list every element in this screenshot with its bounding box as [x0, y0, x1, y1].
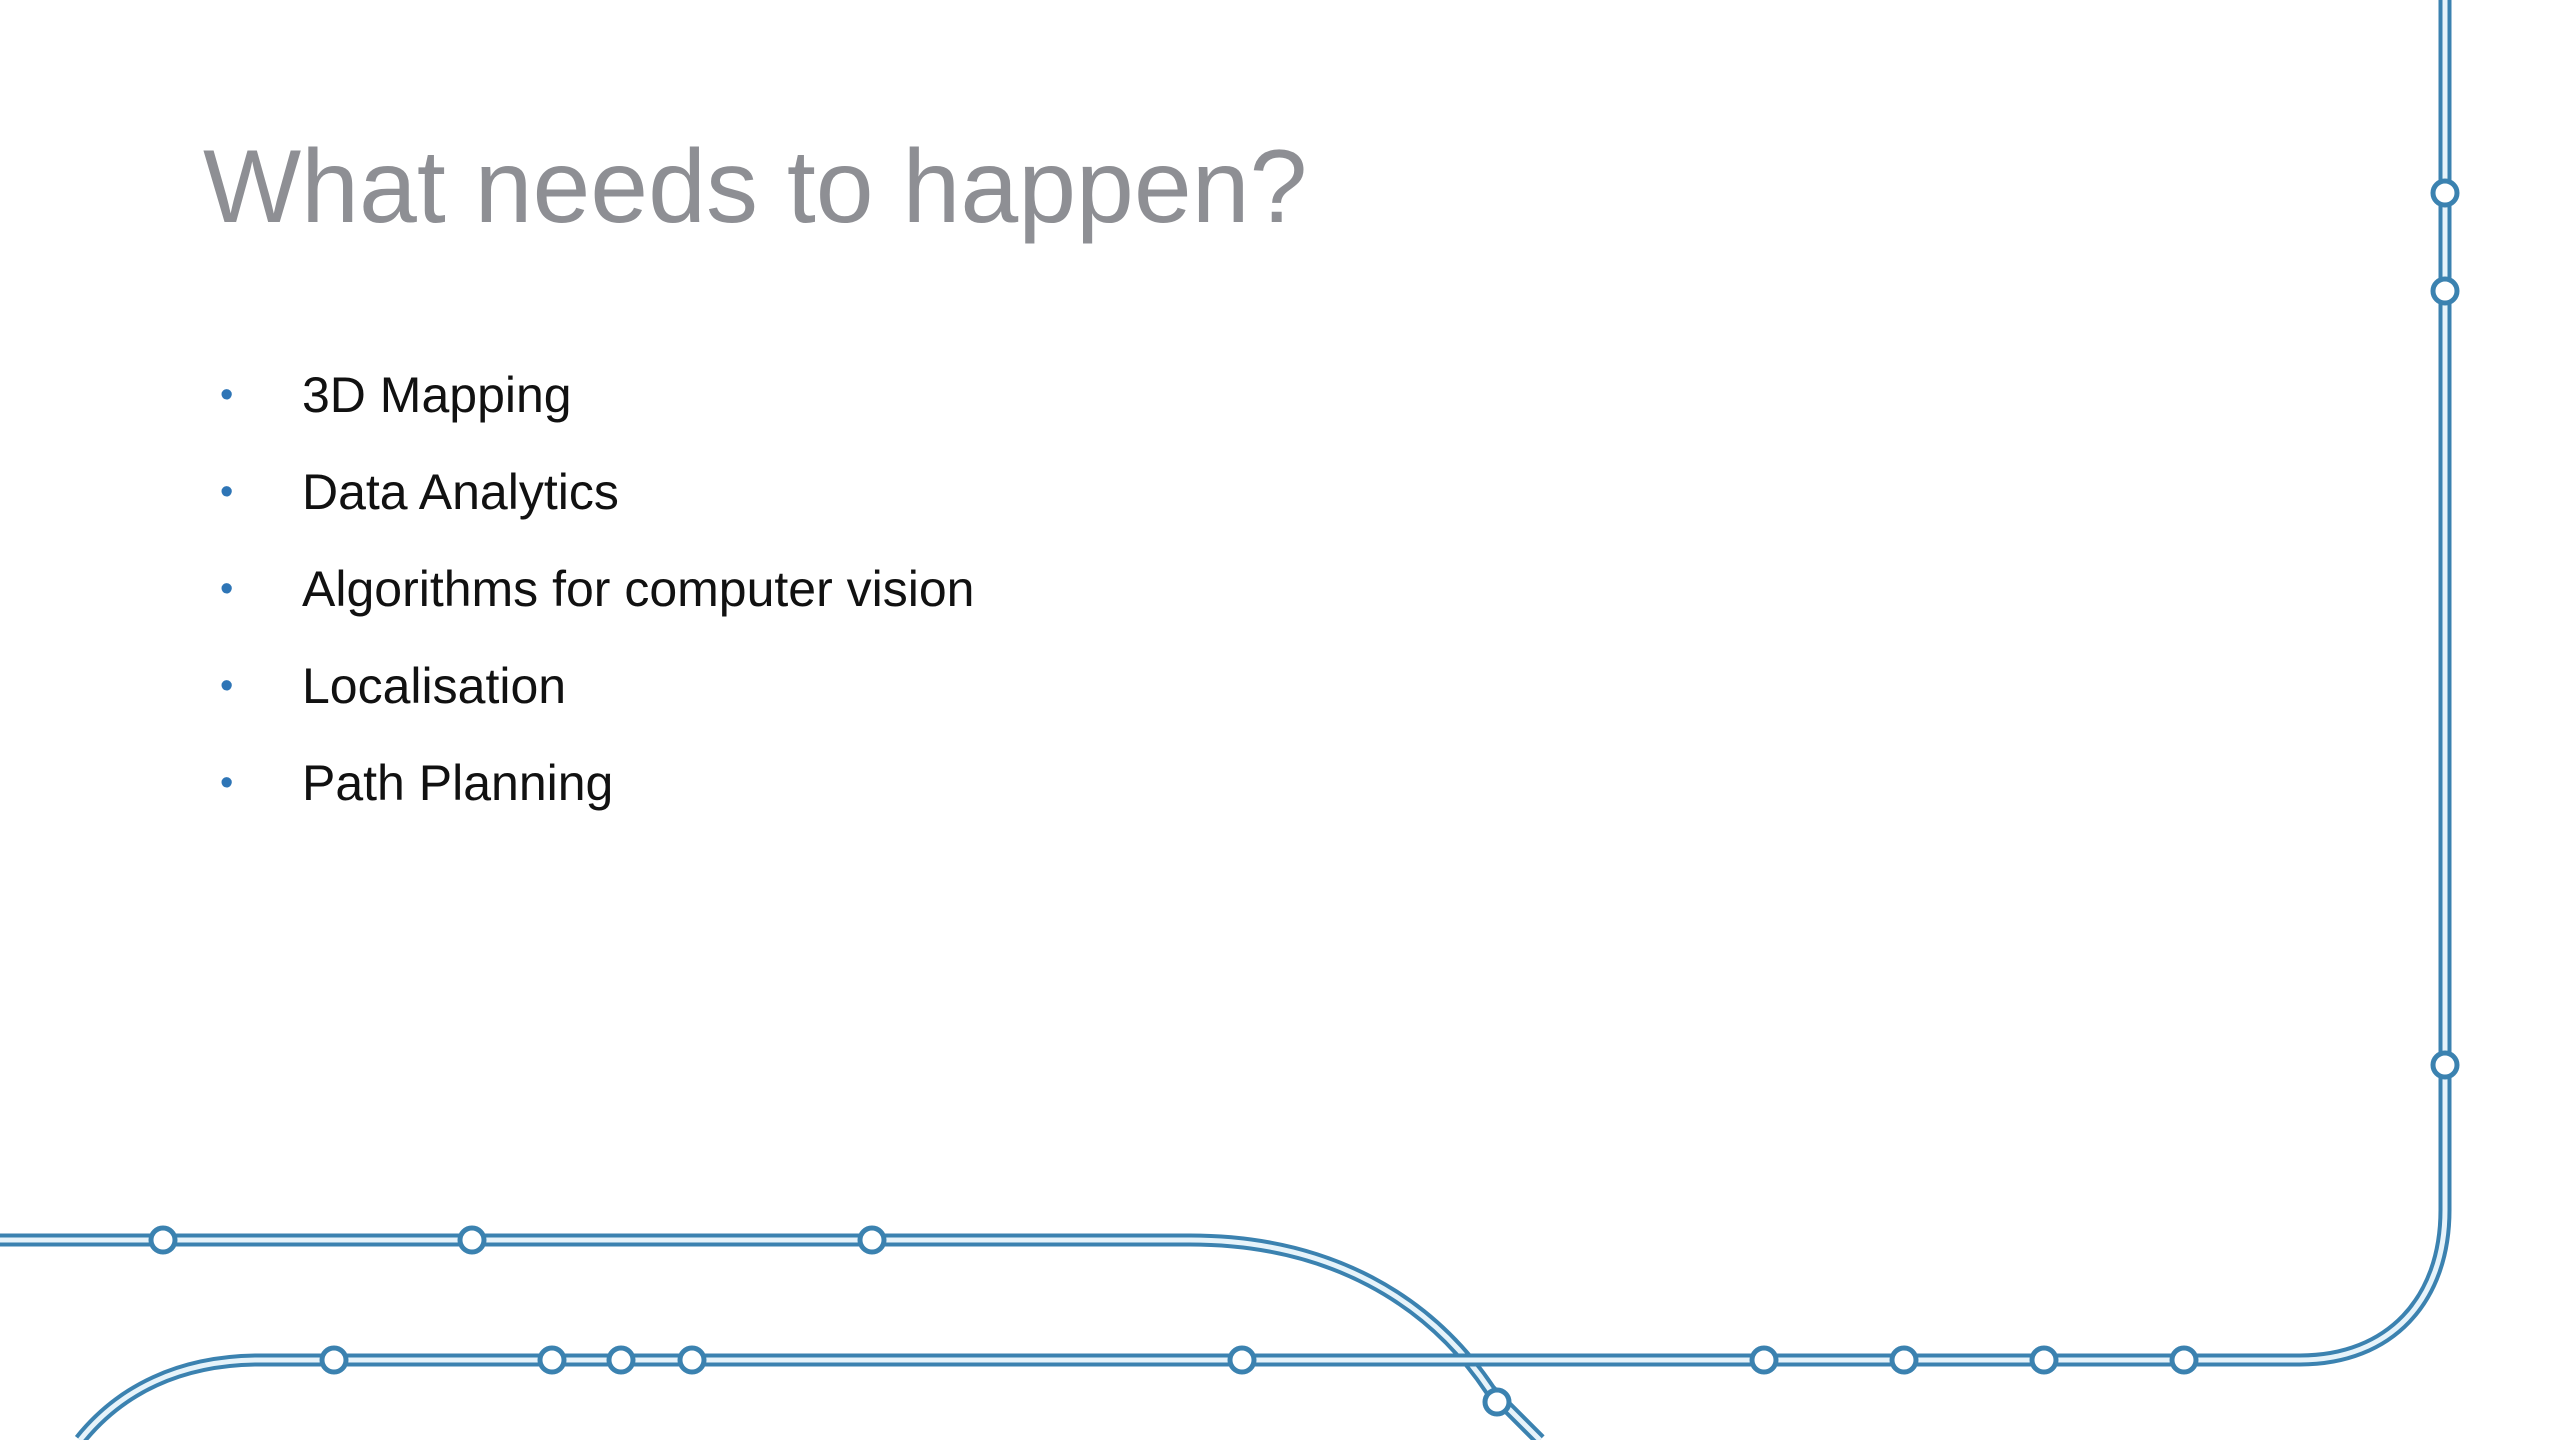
station-icon: [319, 1345, 349, 1375]
station-icon: [1482, 1387, 1512, 1417]
bullet-text: Localisation: [302, 658, 567, 714]
station-icon: [1889, 1345, 1919, 1375]
station-icon: [1749, 1345, 1779, 1375]
transit-line-icon: [0, 1233, 1545, 1440]
station-icon: [2169, 1345, 2199, 1375]
station-icon: [537, 1345, 567, 1375]
bullet-icon: •: [220, 471, 234, 513]
station-icon: [148, 1225, 178, 1255]
bullet-icon: •: [220, 568, 234, 610]
station-icon: [457, 1225, 487, 1255]
slide-title: What needs to happen?: [203, 129, 1308, 245]
bullet-icon: •: [220, 665, 234, 707]
bullet-text: Path Planning: [302, 755, 614, 811]
station-icon: [1227, 1345, 1257, 1375]
station-icon: [677, 1345, 707, 1375]
station-icon: [2430, 1050, 2460, 1080]
station-icon: [2029, 1345, 2059, 1375]
bullet-icon: •: [220, 762, 234, 804]
bullet-icon: •: [220, 374, 234, 416]
station-icon: [2430, 276, 2460, 306]
bullet-text: Data Analytics: [302, 464, 619, 520]
bullet-text: 3D Mapping: [302, 367, 572, 423]
station-icon: [606, 1345, 636, 1375]
station-icon: [2430, 178, 2460, 208]
bullet-text: Algorithms for computer vision: [302, 561, 975, 617]
station-icon: [857, 1225, 887, 1255]
